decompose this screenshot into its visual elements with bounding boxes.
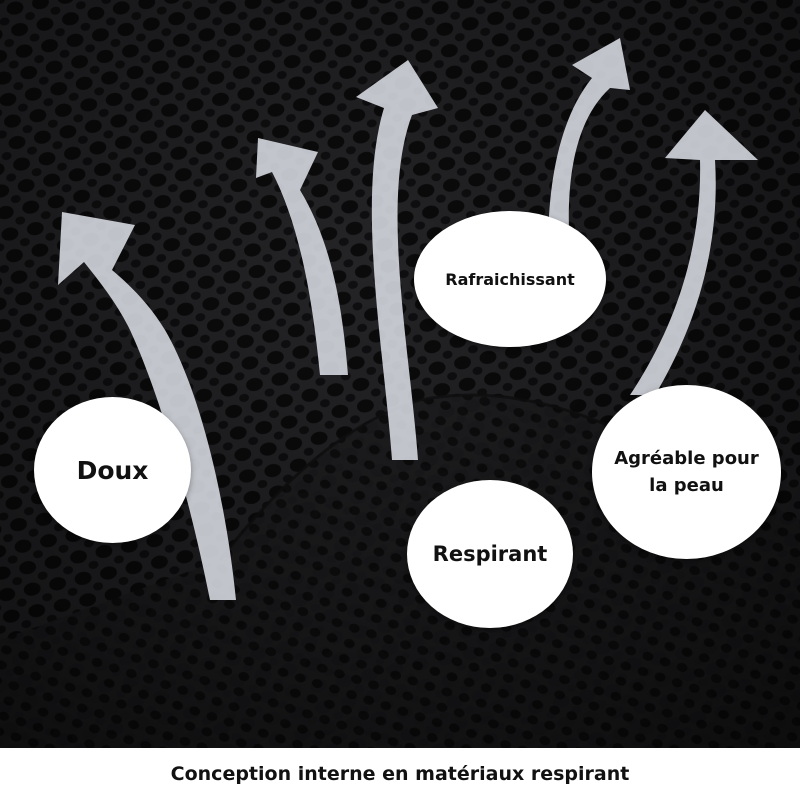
label-rafraichissant: Rafraichissant (445, 269, 575, 289)
caption: Conception interne en matériaux respiran… (0, 748, 800, 800)
mesh-fabric-photo: Doux Rafraichissant Respirant Agréable p… (0, 0, 800, 748)
label-respirant: Respirant (432, 542, 548, 566)
label-doux: Doux (76, 455, 149, 485)
airflow-arrows (58, 38, 758, 600)
arrow-right (630, 110, 758, 395)
arrow-left (58, 212, 236, 600)
arrow-right-back (548, 38, 630, 250)
arrow-middle-left (256, 138, 348, 375)
label-bubble-doux: Doux (34, 397, 191, 543)
label-bubble-agreable: Agréable pour la peau (592, 385, 781, 559)
label-agreable: Agréable pour la peau (614, 448, 759, 496)
arrow-middle (356, 60, 438, 460)
mesh-fabric-background (0, 0, 800, 748)
label-bubble-rafraichissant: Rafraichissant (414, 211, 606, 347)
label-bubble-respirant: Respirant (407, 480, 573, 628)
